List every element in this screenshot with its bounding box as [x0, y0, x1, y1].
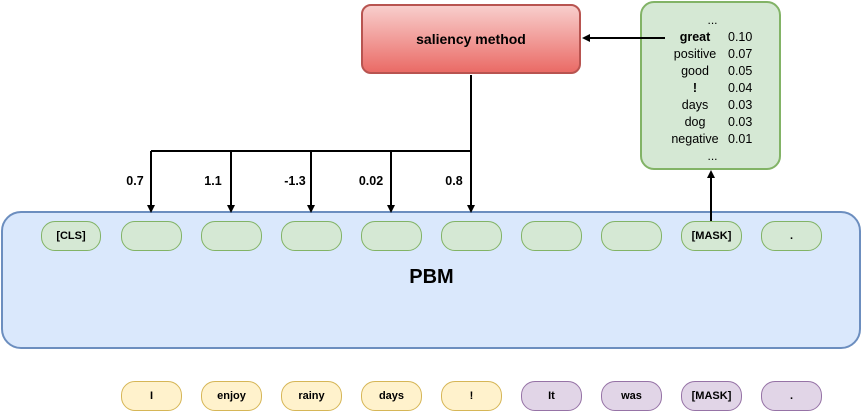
weight-label: -1.3: [284, 174, 306, 188]
hidden-token: [601, 221, 662, 251]
pbm-title: PBM: [409, 266, 454, 288]
prediction-score: 0.01: [728, 132, 753, 146]
saliency-method-label: saliency method: [416, 31, 526, 47]
pattern-token: was: [601, 381, 662, 411]
pattern-token: It: [521, 381, 582, 411]
prediction-score: 0.03: [728, 115, 753, 129]
weight-label: 0.8: [445, 174, 463, 188]
hidden-token: [521, 221, 582, 251]
prediction-ellipsis-bottom: ...: [707, 149, 718, 163]
hidden-token: [281, 221, 342, 251]
prediction-score: 0.04: [728, 81, 753, 95]
hidden-token: [121, 221, 182, 251]
hidden-token-cls: [CLS]: [41, 221, 101, 251]
saliency-method-box: saliency method: [361, 4, 581, 74]
pattern-token-period: .: [761, 381, 822, 411]
weight-label: 0.02: [358, 174, 384, 188]
prediction-word: dog: [684, 115, 706, 129]
weight-label: 1.1: [204, 174, 222, 188]
prediction-word: good: [681, 64, 709, 78]
prediction-score: 0.05: [728, 64, 753, 78]
hidden-token: [441, 221, 502, 251]
prediction-box: ... great 0.10 positive 0.07 good 0.05 !…: [640, 1, 781, 170]
prediction-ellipsis-top: ...: [707, 13, 718, 27]
weight-label: 0.7: [126, 174, 144, 188]
prediction-score: 0.07: [728, 47, 753, 61]
prediction-word: negative: [671, 132, 719, 146]
input-token: !: [441, 381, 502, 411]
prediction-word: positive: [673, 47, 717, 61]
pattern-token-mask: [MASK]: [681, 381, 742, 411]
hidden-token-period: .: [761, 221, 822, 251]
input-token: rainy: [281, 381, 342, 411]
input-token: I: [121, 381, 182, 411]
prediction-word: !: [692, 81, 698, 95]
hidden-token-mask: [MASK]: [681, 221, 742, 251]
input-token: enjoy: [201, 381, 262, 411]
hidden-token: [201, 221, 262, 251]
prediction-word: great: [679, 30, 711, 44]
prediction-score: 0.10: [728, 30, 753, 44]
prediction-word: days: [681, 98, 709, 112]
prediction-score: 0.03: [728, 98, 753, 112]
hidden-token: [361, 221, 422, 251]
input-token: days: [361, 381, 422, 411]
